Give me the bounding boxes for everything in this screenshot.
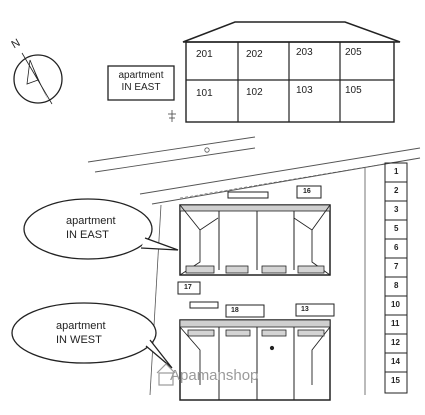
parking-2: 2 <box>394 186 399 195</box>
parking-11: 11 <box>391 319 400 328</box>
parking-1: 1 <box>394 167 399 176</box>
callout-east-text: apartment IN EAST <box>66 214 116 242</box>
room-103: 103 <box>296 85 313 96</box>
east-block <box>179 204 331 276</box>
plot-boxes <box>177 185 335 318</box>
compass-icon <box>13 52 63 105</box>
room-105: 105 <box>345 85 362 96</box>
plot-18: 18 <box>231 307 239 314</box>
building-sign-line1: apartment <box>118 70 164 81</box>
callout-west-line2: IN WEST <box>56 334 102 346</box>
parking-7: 7 <box>394 262 399 271</box>
roof-outline <box>182 21 401 43</box>
room-101: 101 <box>196 88 213 99</box>
tree-icon <box>168 110 176 122</box>
room-203: 203 <box>296 47 313 58</box>
callout-east-line1: apartment <box>66 215 116 227</box>
roads <box>87 136 421 396</box>
room-202: 202 <box>246 49 263 60</box>
parking-strip <box>384 162 408 394</box>
callout-west <box>11 302 173 369</box>
parking-6: 6 <box>394 243 399 252</box>
parking-10: 10 <box>391 300 400 309</box>
room-201: 201 <box>196 49 213 60</box>
parking-8: 8 <box>394 281 399 290</box>
callout-west-line1: apartment <box>56 320 106 332</box>
plot-17: 17 <box>184 284 192 291</box>
building-sign: apartment IN EAST <box>108 70 174 94</box>
entrance-boxes <box>189 191 269 309</box>
room-205: 205 <box>345 47 362 58</box>
parking-12: 12 <box>391 338 400 347</box>
building-sign-line2: IN EAST <box>121 82 161 93</box>
plot-16: 16 <box>303 188 311 195</box>
building-elevation <box>182 21 401 123</box>
callout-west-text: apartment IN WEST <box>56 319 106 347</box>
plot-13: 13 <box>301 306 309 313</box>
callout-east <box>23 198 179 260</box>
watermark: Apamanshop <box>170 367 259 384</box>
parking-3: 3 <box>394 205 399 214</box>
parking-14: 14 <box>391 357 400 366</box>
room-102: 102 <box>246 87 263 98</box>
callout-east-line2: IN EAST <box>66 229 109 241</box>
building-outline <box>185 41 395 123</box>
parking-15: 15 <box>391 376 400 385</box>
building-sign-box <box>107 65 175 101</box>
west-block <box>179 319 331 401</box>
parking-5: 5 <box>394 224 399 233</box>
house-icon <box>156 363 176 386</box>
